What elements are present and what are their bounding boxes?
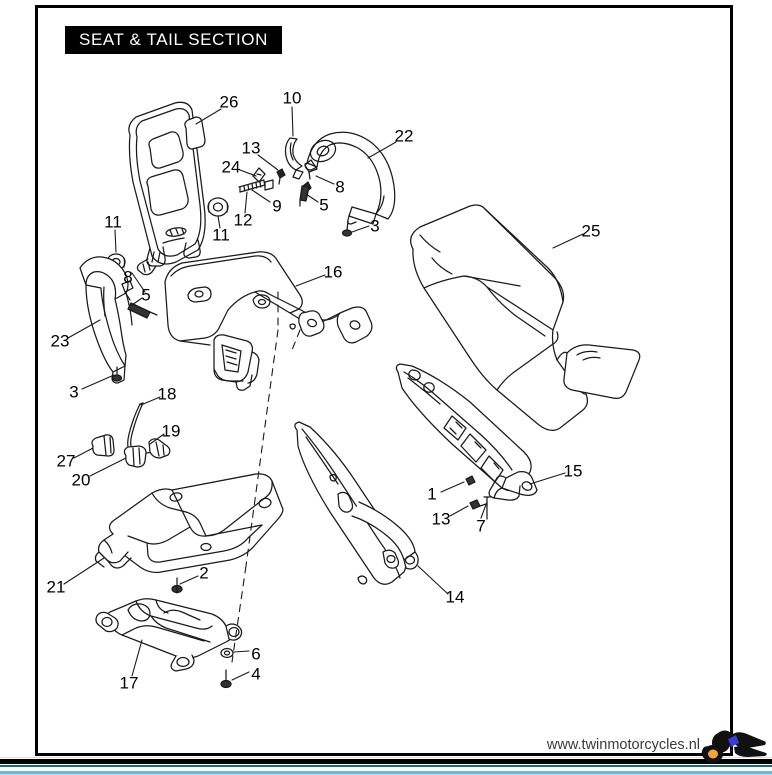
callout-number: 15 — [563, 461, 583, 481]
callout-number: 26 — [219, 92, 239, 112]
callout-number: 23 — [50, 331, 70, 351]
callout-number: 6 — [251, 644, 261, 664]
footer-rule-cyan — [0, 771, 772, 774]
footer-rule-light — [0, 757, 772, 758]
callout-number: 19 — [161, 421, 181, 441]
callout-number: 21 — [46, 577, 66, 597]
callout-number: 5 — [141, 285, 151, 305]
callout-number: 4 — [251, 664, 261, 684]
callout-number: 22 — [394, 126, 414, 146]
callout-number: 25 — [581, 221, 601, 241]
footer-rule-white — [0, 769, 772, 771]
winged-logo — [698, 721, 768, 765]
callout-number: 5 — [319, 195, 329, 215]
callout-number: 11 — [104, 212, 122, 232]
footer-rule-black — [0, 759, 772, 764]
callout-number: 2 — [199, 563, 209, 583]
callout-number: 18 — [157, 384, 177, 404]
callout-number: 14 — [445, 587, 465, 607]
diagram-frame — [35, 5, 733, 756]
site-watermark: www.twinmotorcycles.nl — [546, 737, 700, 753]
callout-number: 20 — [71, 470, 91, 490]
callout-number: 16 — [323, 262, 343, 282]
callout-number: 17 — [119, 673, 139, 693]
footer-rules — [0, 751, 772, 775]
callout-number: 9 — [272, 196, 282, 216]
callout-number: 27 — [56, 451, 76, 471]
footer-rule-teal — [0, 765, 772, 767]
callout-number: 11 — [212, 225, 230, 245]
callout-number: 3 — [69, 382, 79, 402]
callout-number: 1 — [427, 484, 437, 504]
callout-number: 8 — [123, 267, 133, 287]
page-title: SEAT & TAIL SECTION — [65, 26, 283, 54]
callout-number: 7 — [476, 516, 486, 536]
callout-number: 13 — [431, 509, 451, 529]
callout-number: 12 — [233, 210, 253, 230]
callout-number: 10 — [282, 88, 302, 108]
callout-number: 3 — [370, 216, 380, 236]
callout-number: 13 — [241, 138, 261, 158]
callout-number: 24 — [221, 157, 241, 177]
callout-number: 8 — [335, 177, 345, 197]
